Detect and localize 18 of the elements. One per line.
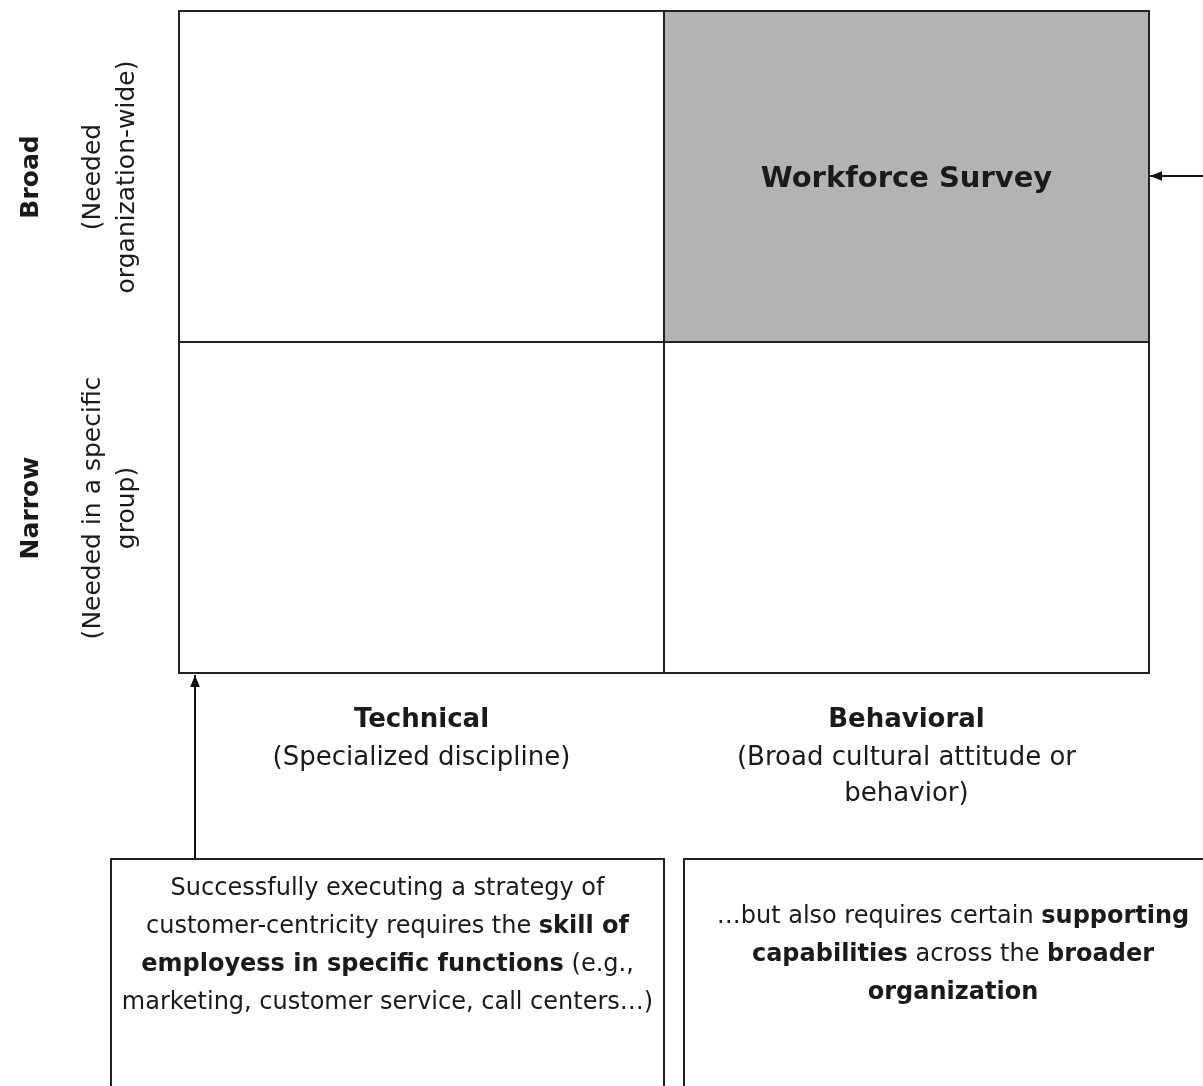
column-subheading: (Specialized discipline) xyxy=(271,740,572,773)
column-subheading: (Broad cultural attitude or behavior) xyxy=(735,740,1078,809)
arrow xyxy=(190,674,200,859)
row-heading: Broad xyxy=(14,133,45,221)
highlighted-cell xyxy=(663,10,1150,343)
column-heading: Behavioral xyxy=(827,702,986,735)
column-heading: Technical xyxy=(352,702,491,735)
text-box xyxy=(683,858,1203,1086)
cell-title: Workforce Survey xyxy=(760,159,1053,194)
text-box xyxy=(110,858,665,1086)
description-text: …but also requires certain supporting capabilities across the broader organization xyxy=(715,900,1191,1007)
row-heading: Narrow xyxy=(14,455,45,561)
description-text: Successfully executing a strategy of customer-centricity requires the skill of employess in specific functions (e.g., marketing, customer service, call centers…) xyxy=(120,872,655,1017)
matrix-cell xyxy=(663,341,1150,674)
row-subheading: (Needed organization-wide) xyxy=(75,59,140,295)
row-subheading: (Needed in a specific group) xyxy=(75,375,140,641)
matrix-cell xyxy=(178,341,665,674)
arrow xyxy=(1149,171,1203,181)
